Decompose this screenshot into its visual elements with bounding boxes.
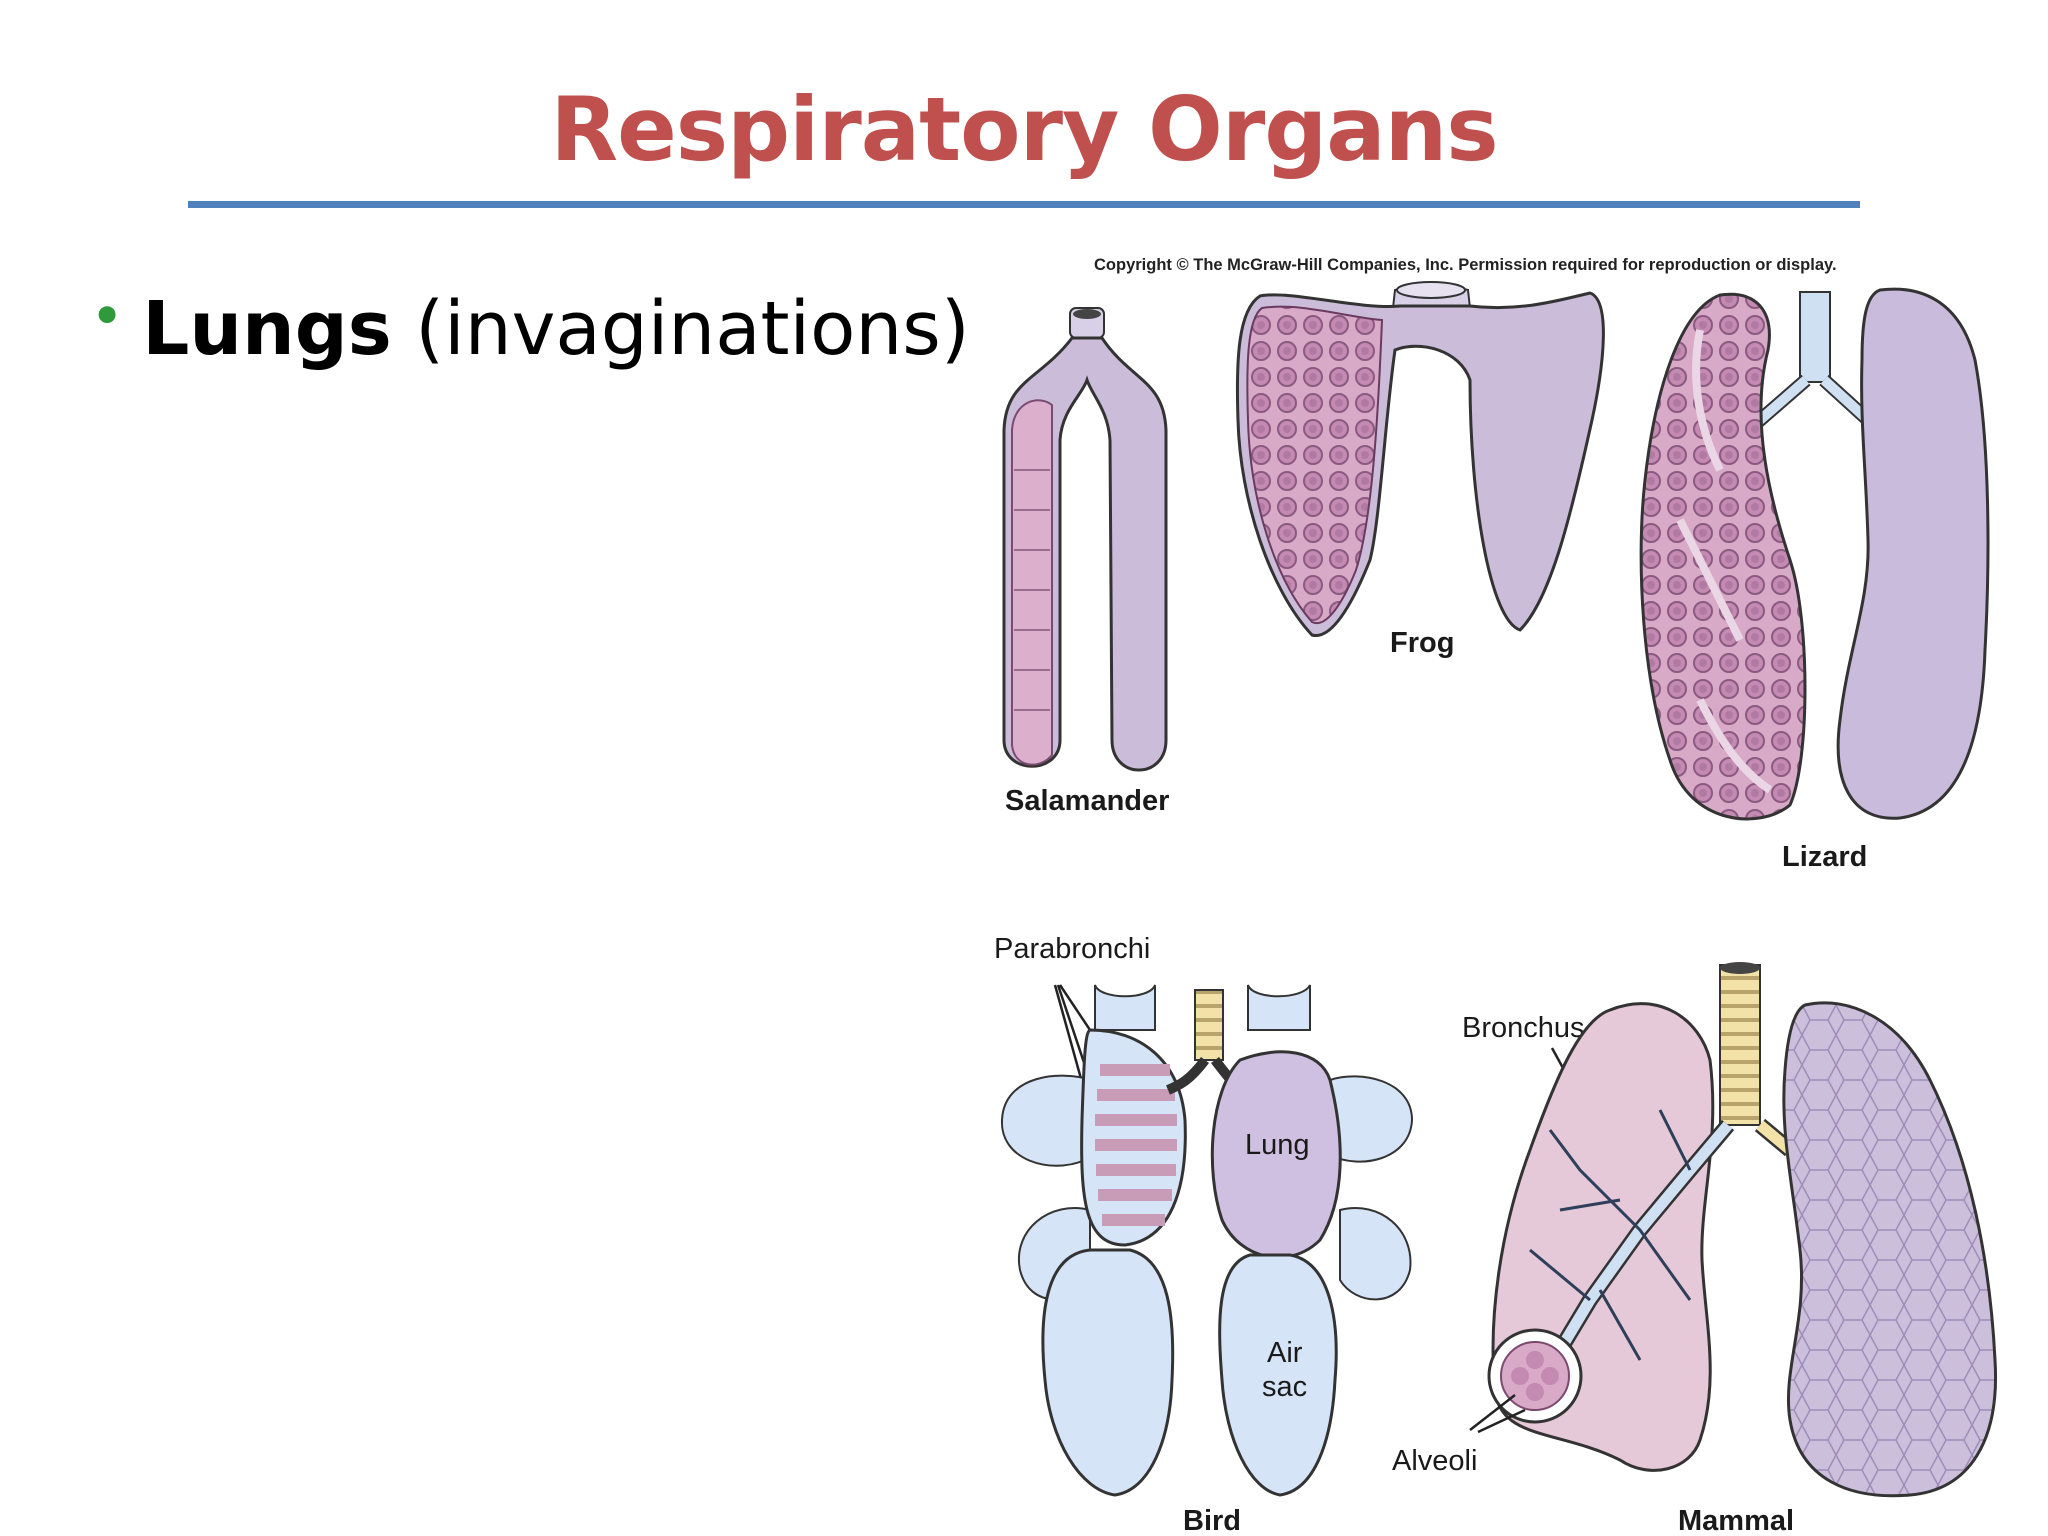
lizard-lungs bbox=[1639, 287, 1990, 821]
label-alveoli: Alveoli bbox=[1392, 1445, 1477, 1477]
label-salamander: Salamander bbox=[1005, 785, 1169, 817]
label-sac: sac bbox=[1262, 1371, 1307, 1403]
label-bird: Bird bbox=[1183, 1505, 1241, 1536]
slide-title: Respiratory Organs bbox=[550, 78, 1498, 181]
label-mammal: Mammal bbox=[1678, 1505, 1794, 1536]
bullet-bold-term: Lungs bbox=[142, 286, 392, 372]
label-lizard: Lizard bbox=[1782, 841, 1867, 873]
frog-lungs bbox=[1235, 281, 1605, 637]
label-frog: Frog bbox=[1390, 627, 1454, 659]
title-divider bbox=[188, 201, 1860, 208]
label-air: Air bbox=[1267, 1337, 1303, 1369]
bird-respiratory-system bbox=[1000, 984, 1414, 1497]
mammal-lungs bbox=[1469, 962, 1998, 1498]
bullet-item: •Lungs (invaginations) bbox=[90, 282, 970, 372]
label-bronchus: Bronchus bbox=[1462, 1012, 1585, 1044]
bullet-rest-text: (invaginations) bbox=[391, 286, 970, 372]
bullet-dot-icon: • bbox=[90, 282, 125, 350]
salamander-lungs bbox=[1002, 307, 1168, 772]
copyright-notice: Copyright © The McGraw-Hill Companies, I… bbox=[1094, 256, 1837, 274]
label-parabronchi: Parabronchi bbox=[994, 933, 1150, 965]
label-lung: Lung bbox=[1245, 1129, 1310, 1161]
